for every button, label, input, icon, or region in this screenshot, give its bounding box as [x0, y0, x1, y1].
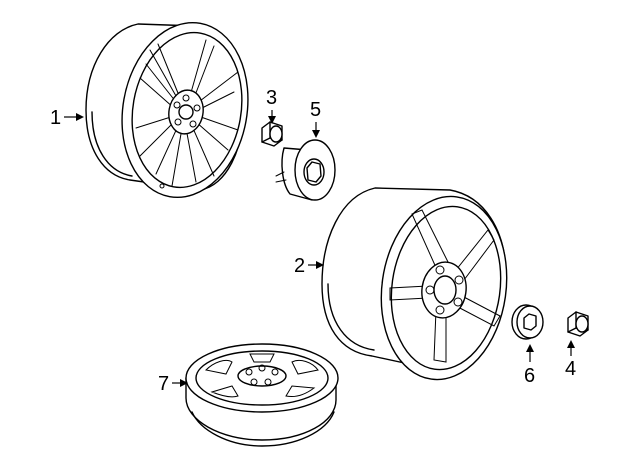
callout-2: 2: [294, 255, 324, 277]
arrow-1: [76, 113, 84, 121]
spare-wheel-part-7: [185, 343, 339, 447]
callout-3-label: 3: [266, 87, 277, 109]
callout-5: 5: [310, 99, 321, 138]
arrow-2: [316, 261, 324, 269]
callout-2-label: 2: [294, 255, 305, 277]
wheel-part-1: [85, 21, 249, 199]
arrow-5: [312, 130, 320, 138]
callout-6: 6: [524, 344, 535, 387]
arrow-7: [180, 379, 188, 387]
wheel-part-2: [321, 187, 508, 381]
arrow-4: [567, 340, 575, 348]
callout-4: 4: [565, 340, 576, 380]
callout-7: 7: [158, 373, 188, 395]
center-cap-part-6: [511, 304, 544, 340]
callout-6-label: 6: [524, 365, 535, 387]
callout-1-label: 1: [50, 107, 61, 129]
callout-7-label: 7: [158, 373, 169, 395]
lug-nut-part-3: [261, 121, 283, 147]
callout-5-label: 5: [310, 99, 321, 121]
center-cap-part-5: [275, 139, 336, 201]
arrow-6: [526, 344, 534, 352]
lug-nut-part-4: [567, 311, 589, 337]
callout-1: 1: [50, 107, 84, 129]
callout-3: 3: [266, 87, 277, 124]
arrow-3: [268, 116, 276, 124]
callout-4-label: 4: [565, 358, 576, 380]
